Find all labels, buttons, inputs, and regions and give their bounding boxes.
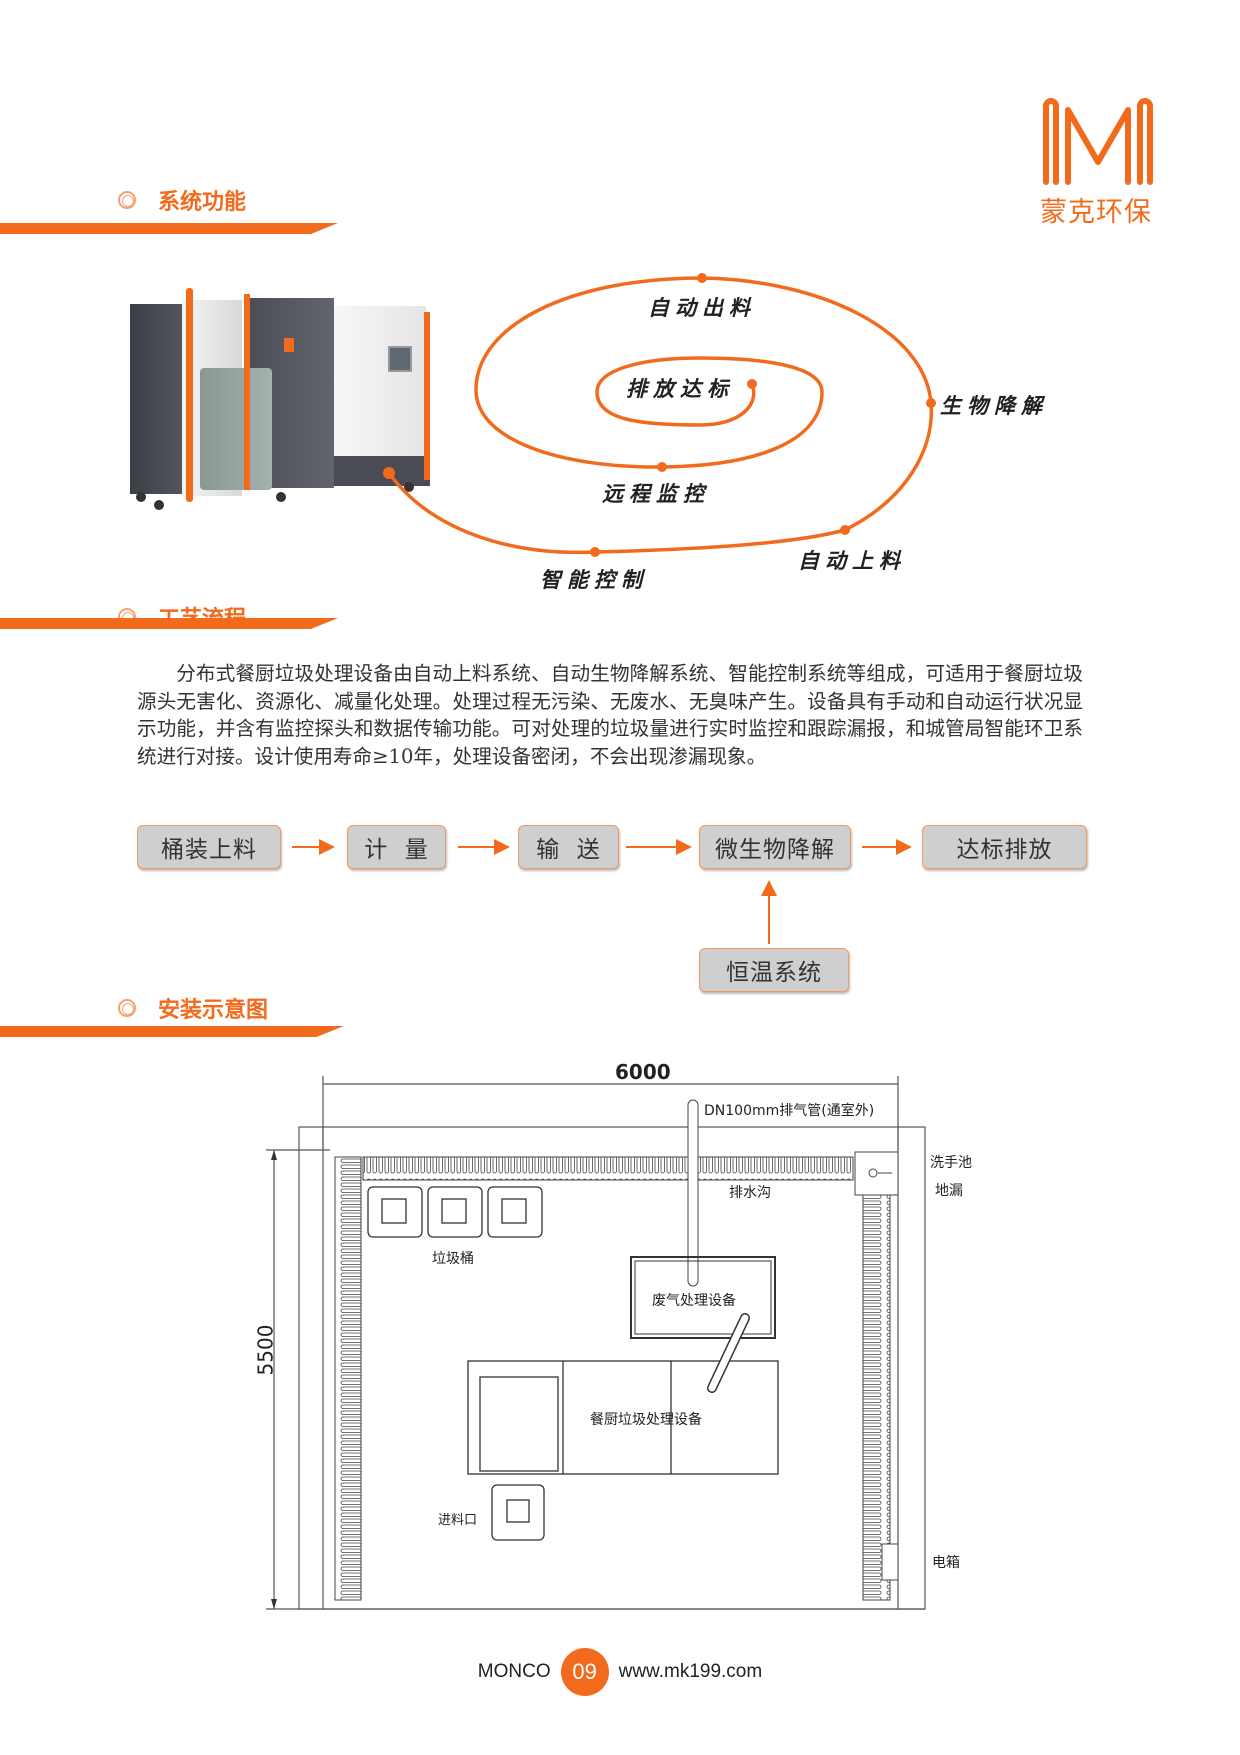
ring-icon [118,999,136,1017]
spiral-dot [657,462,667,472]
exhaust-pipe [687,1099,699,1287]
section-title-installation: 安装示意图 [118,992,268,1024]
section-title-text: 系统功能 [158,190,247,215]
electric-box [881,1543,899,1581]
spiral-dot [697,273,707,283]
section-title-text: 安装示意图 [158,998,269,1023]
bins-label: 垃圾桶 [432,1251,474,1267]
spiral-label: 智能控制 [540,567,648,592]
feed-bin [491,1484,545,1541]
description-paragraph: 分布式餐厨垃圾处理设备由自动上料系统、自动生物降解系统、智能控制系统等组成，可适… [137,660,1083,770]
flow-step: 输 送 [518,825,619,869]
kitchen-equipment [467,1360,779,1475]
flow-step: 计 量 [347,825,446,869]
spiral-label: 生物降解 [940,393,1048,418]
installation-plan [266,1076,926,1610]
footer-url[interactable]: www.mk199.com [618,1661,763,1682]
spiral-dot [926,398,936,408]
spiral-label: 自动上料 [798,548,906,573]
control-screen [388,346,412,372]
drain-label: 排水沟 [729,1185,771,1201]
spiral-dot [747,379,757,389]
function-spiral [383,273,936,557]
spiral-line [387,276,934,555]
section-bar [0,223,338,234]
exhaust-equipment-label: 废气处理设备 [652,1293,736,1309]
drain-top [362,1156,854,1181]
logo-badge [284,338,294,352]
footer: MONCO 09 www.mk199.com [0,1648,1240,1696]
kitchen-equipment-label: 餐厨垃圾处理设备 [590,1412,702,1428]
spiral-dot [840,525,850,535]
flow-step: 微生物降解 [699,825,851,869]
feed-inlet-label: 进料口 [438,1513,478,1528]
electric-box-label: 电箱 [932,1555,960,1571]
section-bar [0,618,338,629]
product-image [126,286,436,516]
exhaust-equipment [630,1256,776,1339]
description-text: 分布式餐厨垃圾处理设备由自动上料系统、自动生物降解系统、智能控制系统等组成，可适… [137,662,1083,768]
dim-width-label: 6000 [615,1060,671,1084]
flow-step: 达标排放 [922,825,1087,869]
section-bar [0,1026,344,1037]
flow-side-input: 恒温系统 [699,948,849,992]
drain-left [334,1156,362,1601]
page-number: 09 [560,1648,609,1696]
waste-bin [200,368,272,490]
spiral-dot [590,547,600,557]
spiral-label: 远程监控 [602,481,710,506]
spiral-label: 排放达标 [626,376,734,401]
footer-brand: MONCO [477,1661,551,1682]
brand-logo: 蒙克环保 [1040,96,1156,228]
section-title-system-functions: 系统功能 [118,184,246,216]
waste-bins [367,1186,543,1238]
logo-mark-icon [1043,98,1153,185]
spiral-label: 自动出料 [648,295,756,320]
floor-drain-label: 地漏 [935,1183,963,1199]
logo-text: 蒙克环保 [1040,197,1152,228]
drain-right [862,1194,891,1601]
flow-arrows [292,839,912,944]
exhaust-pipe-label: DN100mm排气管(通室外) [704,1103,875,1119]
sink-label: 洗手池 [930,1155,972,1171]
ring-icon [118,191,136,209]
dim-height-label: 5500 [253,1324,278,1376]
flow-step: 桶装上料 [137,825,281,869]
spiral-dot [383,467,395,479]
